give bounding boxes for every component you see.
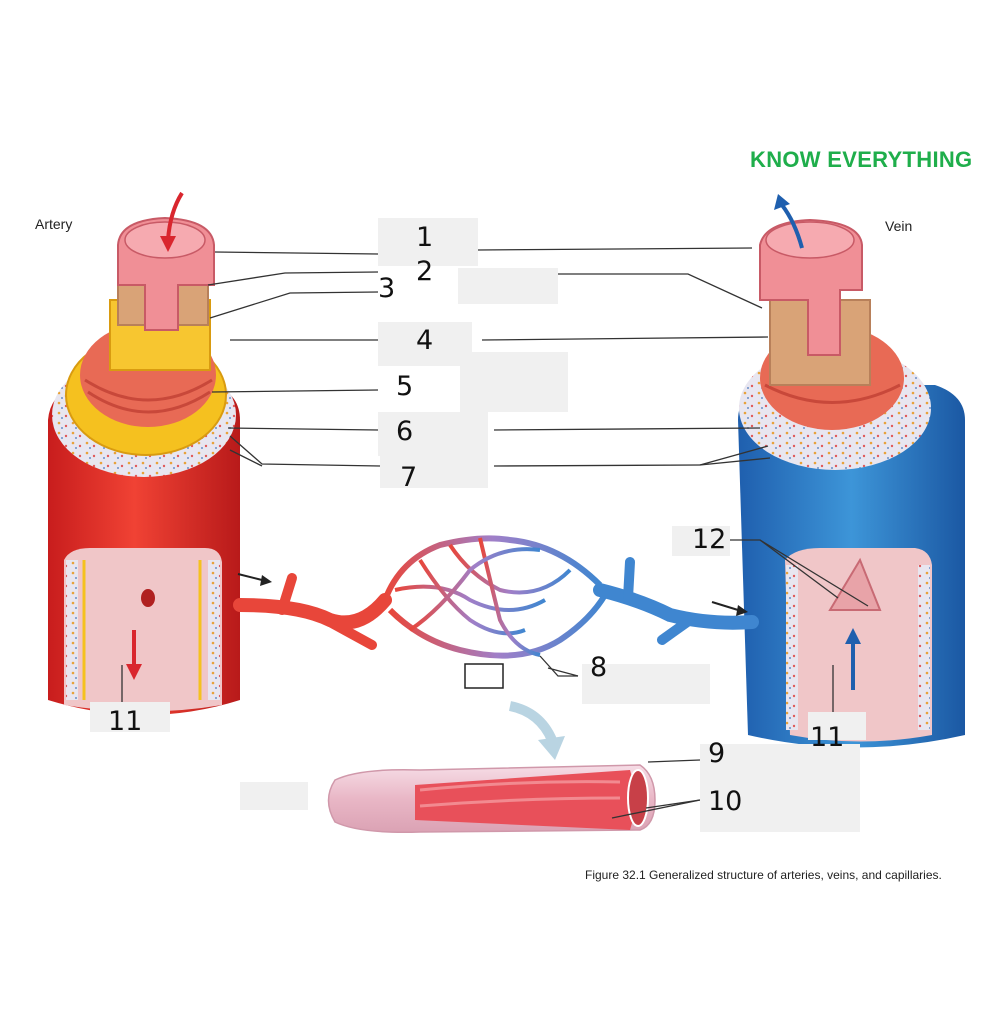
- answer-box-10: [700, 786, 860, 832]
- number-11-right: 11: [810, 722, 845, 753]
- number-7: 7: [400, 462, 418, 493]
- number-8: 8: [590, 652, 608, 683]
- artery-flow-arrow-in: [166, 191, 184, 241]
- answer-box-6: [378, 412, 488, 456]
- number-11-left: 11: [108, 706, 143, 737]
- number-6: 6: [396, 416, 414, 447]
- number-9: 9: [708, 738, 726, 769]
- answer-box-8: [582, 664, 710, 704]
- capillary-detail: [327, 764, 656, 834]
- answer-box-4: [378, 322, 472, 366]
- figure-caption: Figure 32.1 Generalized structure of art…: [585, 868, 942, 882]
- number-3: 3: [378, 273, 396, 304]
- number-5: 5: [396, 371, 414, 402]
- answer-box-9: [700, 744, 860, 786]
- vein-illustration: [738, 194, 965, 748]
- number-2: 2: [416, 256, 434, 287]
- answer-box-1: [378, 218, 478, 266]
- artery-cutaway: [64, 548, 222, 712]
- number-4: 4: [416, 325, 434, 356]
- answer-box-2: [458, 268, 558, 304]
- artery-label: Artery: [35, 216, 73, 232]
- answer-box-11-right: [808, 712, 866, 740]
- answer-box-11-left: [90, 702, 170, 732]
- answer-box-12: [672, 526, 730, 556]
- number-12: 12: [692, 524, 727, 555]
- brand-title: KNOW EVERYTHING: [750, 147, 973, 172]
- answer-box-7: [380, 456, 488, 488]
- leader-lines: [121, 247, 869, 819]
- number-1: 1: [416, 222, 434, 253]
- answer-box-extra: [240, 782, 308, 810]
- number-10: 10: [708, 786, 743, 817]
- venous-valve: [828, 557, 882, 611]
- artery-illustration: [48, 191, 240, 715]
- vein-label: Vein: [885, 218, 913, 234]
- vein-cutaway: [785, 548, 932, 742]
- answer-box-5: [460, 352, 568, 412]
- vein-flow-arrow-out: [780, 203, 804, 249]
- capillary-bed: [233, 535, 759, 760]
- magnify-box: [464, 663, 504, 689]
